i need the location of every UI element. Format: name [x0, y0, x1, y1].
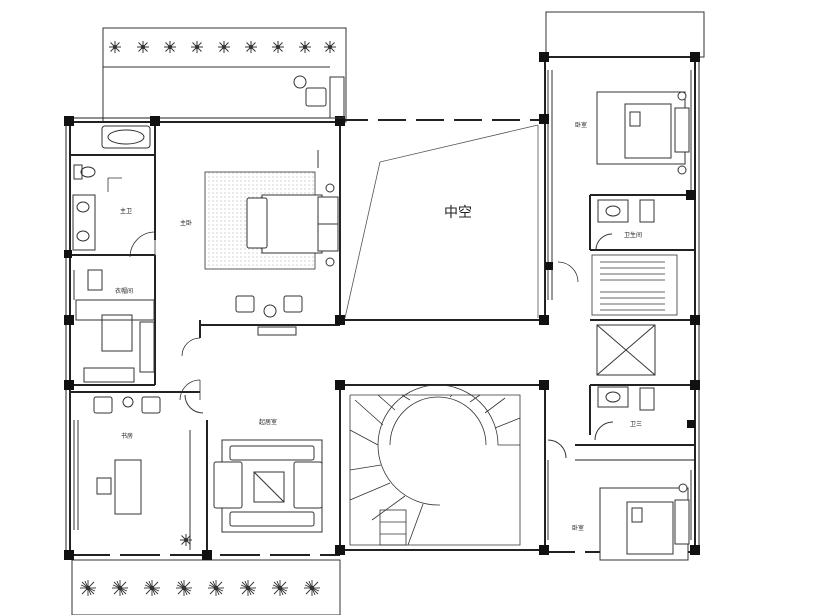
plants-north	[108, 40, 337, 54]
e-bath-fixtures	[547, 386, 655, 459]
service-stair	[557, 254, 678, 316]
label-study: 书房	[121, 432, 133, 440]
columns	[64, 52, 700, 560]
toilet-icon	[73, 164, 96, 180]
bed-icon-ne	[596, 91, 690, 175]
windows	[73, 70, 692, 540]
label-void: 中空	[444, 205, 472, 221]
door-swing	[107, 177, 156, 258]
void-outline	[344, 124, 539, 319]
plant-icon	[179, 533, 193, 547]
armchairs	[235, 150, 319, 336]
sink-icon	[72, 194, 96, 251]
label-bedroom-se: 卧室	[572, 524, 584, 532]
balcony-ne	[545, 11, 705, 58]
walls	[65, 56, 700, 556]
door-swing-cloak	[179, 337, 201, 401]
label-master-bath: 主卫	[120, 207, 132, 215]
label-cloakroom: 衣帽间	[115, 287, 133, 295]
terrace-south	[71, 559, 341, 615]
spiral-stair	[349, 384, 521, 546]
label-bath-e: 卫三	[630, 421, 642, 428]
bed-icon-se	[599, 483, 690, 561]
lounge-furniture	[213, 439, 323, 533]
terrace-furniture	[293, 75, 345, 119]
ne-bath-fixtures	[595, 199, 655, 251]
label-master-bedroom: 主卧	[180, 219, 192, 227]
bed-icon	[246, 183, 339, 267]
label-lounge: 起居室	[259, 418, 277, 426]
study-furniture	[93, 394, 204, 550]
plants-south	[79, 579, 321, 597]
label-bath-ne: 卫生间	[624, 231, 642, 239]
elevator-icon	[596, 324, 656, 376]
cloakroom-furniture	[75, 269, 155, 383]
label-bedroom-ne: 卧室	[575, 121, 587, 129]
bathtub-icon	[101, 125, 151, 149]
